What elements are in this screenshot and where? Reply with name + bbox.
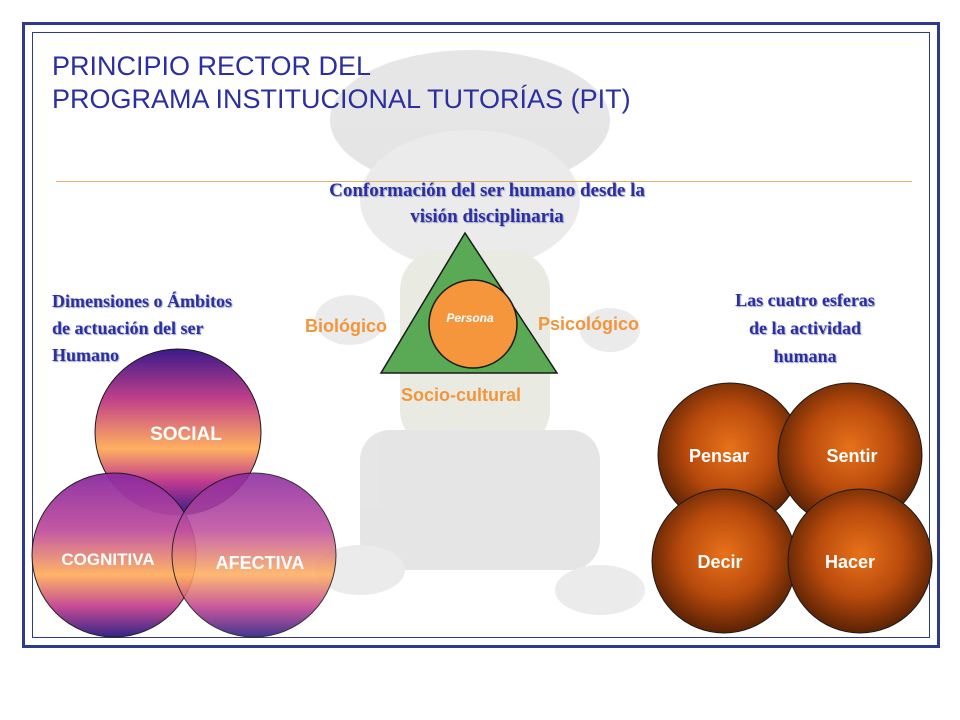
hacer-circle xyxy=(787,488,933,634)
afectiva-label: AFECTIVA xyxy=(216,553,305,573)
center-heading-line-2: visión disciplinaria xyxy=(410,206,564,227)
title-divider xyxy=(56,181,912,182)
inner-frame xyxy=(32,32,930,638)
decir-label: Decir xyxy=(697,552,742,572)
sentir-label: Sentir xyxy=(826,446,877,466)
persona-label: Persona xyxy=(446,311,494,325)
right-heading-line-1: Las cuatro esferas xyxy=(735,290,875,310)
cognitiva-label: COGNITIVA xyxy=(61,550,154,569)
persona-circle xyxy=(428,279,518,369)
socio-cultural-label: Socio-cultural xyxy=(401,385,522,405)
right-heading-line-2: de la actividad xyxy=(748,318,861,338)
page-title: PRINCIPIO RECTOR DEL PROGRAMA INSTITUCIO… xyxy=(52,50,631,116)
pensar-label: Pensar xyxy=(689,446,749,466)
background-character-illustration xyxy=(315,50,645,615)
title-line-1: PRINCIPIO RECTOR DEL xyxy=(52,51,372,81)
hacer-label: Hacer xyxy=(825,552,875,572)
title-line-2: PROGRAMA INSTITUCIONAL TUTORÍAS (PIT) xyxy=(52,84,631,114)
social-label: SOCIAL xyxy=(150,424,222,445)
biologico-label: Biológico xyxy=(305,316,387,336)
center-heading-line-1: Conformación del ser humano desde la xyxy=(329,180,645,201)
right-heading: Las cuatro esferas de la actividad human… xyxy=(690,286,920,370)
left-heading: Dimensiones o Ámbitos de actuación del s… xyxy=(52,288,312,369)
psicologico-label: Psicológico xyxy=(538,314,640,334)
right-heading-line-3: humana xyxy=(773,346,837,366)
outer-frame xyxy=(22,22,940,648)
left-heading-line-3: Humano xyxy=(52,345,120,365)
afectiva-circle xyxy=(171,472,337,638)
left-heading-line-2: de actuación del ser xyxy=(52,318,204,338)
center-heading: Conformación del ser humano desde la vis… xyxy=(262,178,712,230)
left-heading-line-1: Dimensiones o Ámbitos xyxy=(52,291,233,311)
